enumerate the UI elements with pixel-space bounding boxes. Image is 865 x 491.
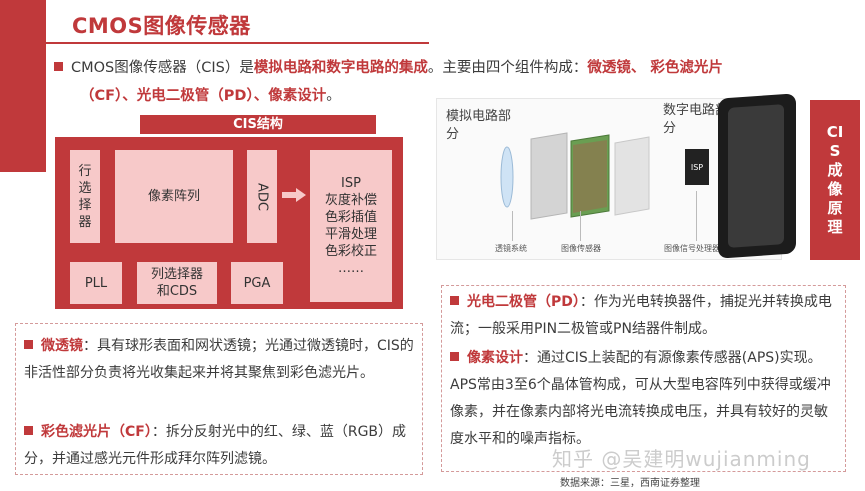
pd-item: 光电二极管（PD）：作为光电转换器件，捕捉光并转换成电流；一般采用PIN二极管或… bbox=[450, 289, 840, 343]
intro-text-3: 。 bbox=[326, 88, 341, 104]
pointer-line bbox=[580, 211, 581, 241]
color-filter-title: 彩色滤光片（CF） bbox=[41, 424, 152, 440]
pd-text: ：作为光电转换器件，捕捉光并转换成电流；一般采用PIN二极管或PN结器件制成。 bbox=[450, 294, 832, 337]
pd-title: 光电二极管（PD） bbox=[467, 294, 580, 310]
isp-line: 平滑处理 bbox=[324, 227, 377, 242]
pll-block: PLL bbox=[70, 262, 122, 304]
watermark-text: 知乎 @吴建明wujianming bbox=[552, 447, 811, 471]
isp-line: 色彩插值 bbox=[324, 210, 377, 225]
intro-bold-1: 模拟电路和数字电路的集成 bbox=[253, 60, 428, 76]
intro-text-1: CMOS图像传感器（CIS）是 bbox=[71, 60, 254, 76]
arrow-right-icon bbox=[282, 188, 306, 202]
isp-caption: 图像信号处理器 bbox=[664, 244, 720, 253]
pga-block: PGA bbox=[231, 262, 283, 304]
smartphone-screen bbox=[728, 104, 784, 248]
pixel-array-block: 像素阵列 bbox=[115, 150, 233, 243]
page-title: CMOS图像传感器 bbox=[72, 14, 251, 38]
pga-label: PGA bbox=[243, 275, 271, 291]
cis-structure-diagram: 行选择器 像素阵列 ADC ISP 灰度补偿 色彩插值 平滑处理 色彩校正 ……… bbox=[55, 137, 403, 309]
isp-line: ISP bbox=[341, 176, 361, 191]
side-tab-label: CIS成像原理 bbox=[826, 123, 844, 236]
row-selector-block: 行选择器 bbox=[70, 150, 100, 243]
intro-bold-2: 微透镜、 彩色滤光片 bbox=[587, 60, 723, 76]
bullet-icon bbox=[24, 340, 33, 349]
microlens-title: 微透镜 bbox=[41, 338, 83, 354]
bullet-icon bbox=[54, 62, 63, 71]
microlens-text: ：具有球形表面和网状透镜；光通过微透镜时，CIS的非活性部分负责将光收集起来并将… bbox=[24, 338, 414, 381]
intro-paragraph: CMOS图像传感器（CIS）是模拟电路和数字电路的集成。主要由四个组件构成：微透… bbox=[54, 54, 844, 110]
cis-structure-label: CIS结构 bbox=[140, 115, 376, 134]
pixel-design-title: 像素设计 bbox=[467, 350, 523, 366]
title-underline bbox=[46, 42, 429, 44]
digital-circuit-label: 数字电路部分 bbox=[663, 103, 729, 136]
cis-imaging-principle-tab: CIS成像原理 bbox=[810, 100, 860, 260]
bullet-icon bbox=[24, 426, 33, 435]
isp-block: ISP 灰度补偿 色彩插值 平滑处理 色彩校正 …… bbox=[310, 150, 392, 302]
column-selector-label: 列选择器和CDS bbox=[150, 267, 203, 299]
pixel-design-item: 像素设计：通过CIS上装配的有源像素传感器(APS)实现。APS常由3至6个晶体… bbox=[450, 345, 840, 453]
isp-line: 灰度补偿 bbox=[324, 193, 377, 208]
adc-block: ADC bbox=[247, 150, 277, 243]
pd-and-pixel-design-box: 光电二极管（PD）：作为光电转换器件，捕捉光并转换成电流；一般采用PIN二极管或… bbox=[441, 285, 846, 472]
intro-bold-3: （CF）、光电二极管（PD）、像素设计 bbox=[80, 88, 327, 104]
microlens-and-filter-box: 微透镜：具有球形表面和网状透镜；光通过微透镜时，CIS的非活性部分负责将光收集起… bbox=[15, 323, 423, 475]
intro-text-2: 。主要由四个组件构成： bbox=[427, 60, 588, 76]
color-filter-item: 彩色滤光片（CF）：拆分反射光中的红、绿、蓝（RGB）成分，并通过感光元件形成拜… bbox=[24, 419, 416, 473]
lens-system-caption: 透镜系统 bbox=[495, 244, 527, 253]
adc-label: ADC bbox=[254, 182, 270, 211]
pll-label: PLL bbox=[84, 275, 108, 291]
isp-chip-icon: ISP bbox=[685, 149, 709, 185]
isp-line: 色彩校正 bbox=[324, 244, 377, 259]
pixel-design-text: ：通过CIS上装配的有源像素传感器(APS)实现。APS常由3至6个晶体管构成，… bbox=[450, 350, 831, 447]
data-source-note: 数据来源：三星，西南证券整理 bbox=[560, 478, 700, 489]
analog-circuit-label: 模拟电路部分 bbox=[446, 109, 512, 142]
microlens-item: 微透镜：具有球形表面和网状透镜；光通过微透镜时，CIS的非活性部分负责将光收集起… bbox=[24, 333, 416, 387]
pointer-line bbox=[512, 211, 513, 241]
row-selector-label: 行选择器 bbox=[78, 163, 92, 230]
column-selector-block: 列选择器和CDS bbox=[137, 262, 217, 304]
color-filter-text: ：拆分反射光中的红、绿、蓝（RGB）成分，并通过感光元件形成拜尔阵列滤镜。 bbox=[24, 424, 407, 467]
lens-and-sensor-layers-icon bbox=[500, 132, 650, 220]
image-sensor-caption: 图像传感器 bbox=[561, 244, 601, 253]
bullet-icon bbox=[450, 296, 459, 305]
pixel-array-label: 像素阵列 bbox=[147, 189, 200, 204]
isp-line: …… bbox=[338, 261, 364, 276]
header-accent-bar bbox=[0, 0, 46, 172]
bullet-icon bbox=[450, 352, 459, 361]
pointer-line bbox=[696, 191, 697, 241]
